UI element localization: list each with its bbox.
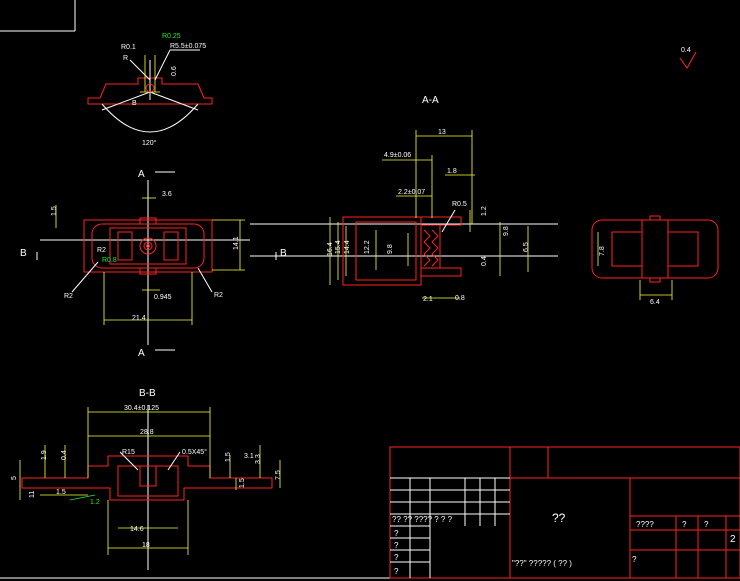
d146-label: 14.6 xyxy=(130,526,144,533)
d144-label: 14.4 xyxy=(344,240,351,254)
main-view: A A B B 3.6 1.5 14.1 R2 R0.8 R2 R2 0.945… xyxy=(20,169,287,359)
d36-label: 3.6 xyxy=(162,191,172,198)
d18-label: 18 xyxy=(142,542,150,549)
tb-row-1: ?? ?? ???? ? ? ? xyxy=(392,515,453,524)
d75-label: 7.5 xyxy=(275,470,282,480)
section-b-left: B xyxy=(20,248,27,259)
detail-view: R0.1 R R0.25 R5.5±0.075 0.6 B 120° xyxy=(87,33,213,147)
r2c-label: R2 xyxy=(214,292,223,299)
d04-label: 0.4 xyxy=(481,256,488,266)
d288-label: 28.8 xyxy=(140,429,154,436)
bb-title: B-B xyxy=(139,388,156,399)
tb-cell-4: ? xyxy=(632,555,637,564)
d304-label: 30.4±0.125 xyxy=(124,405,159,412)
angle-label: 120° xyxy=(142,139,157,147)
d98-label: 9.8 xyxy=(387,244,394,254)
d122-label: 12.2 xyxy=(364,240,371,254)
r2a-label: R2 xyxy=(97,247,106,254)
d18-label: 1.8 xyxy=(447,168,457,175)
d21-label: 2.1 xyxy=(423,296,433,303)
tb-row-2: ? xyxy=(394,529,399,538)
r08-label: R0.8 xyxy=(102,257,117,264)
aa-title: A-A xyxy=(422,95,439,106)
d11-label: 11 xyxy=(29,491,36,498)
tb-row-4: ? xyxy=(394,553,399,562)
d12-label: 1.2 xyxy=(90,499,100,506)
d49-label: 4.9±0.06 xyxy=(384,152,411,159)
tb-cell-2: ? xyxy=(682,520,687,529)
c05-label: 0.5X45° xyxy=(182,448,207,456)
d12-label: 1.2 xyxy=(481,206,488,216)
r-label: R xyxy=(123,55,128,62)
d19-label: 1.9 xyxy=(41,450,48,460)
d15b-label: 1.5 xyxy=(239,478,246,488)
b-label: B xyxy=(132,100,137,107)
roughness-value: 0.4 xyxy=(681,47,691,54)
d08-label: 0.8 xyxy=(455,295,465,302)
d98b-label: 9.8 xyxy=(503,226,510,236)
d64-label: 6.4 xyxy=(650,299,660,306)
part-name: ?? xyxy=(552,511,566,525)
d15-label: 1.5 xyxy=(51,206,58,216)
section-a-top: A xyxy=(138,169,145,180)
d15c-label: 1.5 xyxy=(56,489,66,496)
d31-label: 3.1 xyxy=(244,453,254,460)
d22-label: 2.2±0.07 xyxy=(398,189,425,196)
tb-footer: "??" ????? ( ?? ) xyxy=(512,559,572,568)
d04a-label: 0.4 xyxy=(61,450,68,460)
d15a-label: 1.5 xyxy=(225,452,232,462)
r025-label: R0.25 xyxy=(162,33,181,40)
d13-label: 13 xyxy=(438,129,446,136)
r01-label: R0.1 xyxy=(121,44,136,51)
d33-label: 3.3 xyxy=(255,454,262,464)
section-bb: B-B 30.4±0.125 28.8 R15 0.5X45° 1.5 1.5 … xyxy=(11,388,282,570)
r2b-label: R2 xyxy=(64,293,73,300)
d154-label: 15.4 xyxy=(335,240,342,254)
section-b-right: B xyxy=(280,248,287,259)
d78-label: 7.8 xyxy=(599,246,606,256)
d164-label: 16.4 xyxy=(327,242,334,256)
r15-label: R15 xyxy=(122,449,135,456)
d65-label: 6.5 xyxy=(523,242,530,252)
d5-label: 5 xyxy=(11,476,18,480)
d214-label: 21.4 xyxy=(132,315,146,322)
r05-label: R0.5 xyxy=(452,201,467,208)
side-view: 7.8 6.4 xyxy=(591,215,719,306)
tb-cell-3: ? xyxy=(704,520,709,529)
d06-label: 0.6 xyxy=(171,66,178,76)
r55-label: R5.5±0.075 xyxy=(170,43,206,50)
tb-cell-1: ???? xyxy=(636,520,654,529)
roughness-symbol: 0.4 xyxy=(679,47,697,69)
d141-label: 14.1 xyxy=(233,236,240,250)
d0945-label: 0.945 xyxy=(154,294,172,301)
section-a-bottom: A xyxy=(138,348,145,359)
tb-row-3: ? xyxy=(394,541,399,550)
section-aa: A-A 13 4.9±0.06 1.8 2.2±0.07 R0.5 1.2 16… xyxy=(250,95,558,303)
title-block: ?? ???? ? ? ? ?? ?? ???? ? ? ? ? ? ? ? "… xyxy=(389,446,740,579)
tb-row-5: ? xyxy=(394,567,399,576)
tb-scale: 2 xyxy=(730,534,736,545)
